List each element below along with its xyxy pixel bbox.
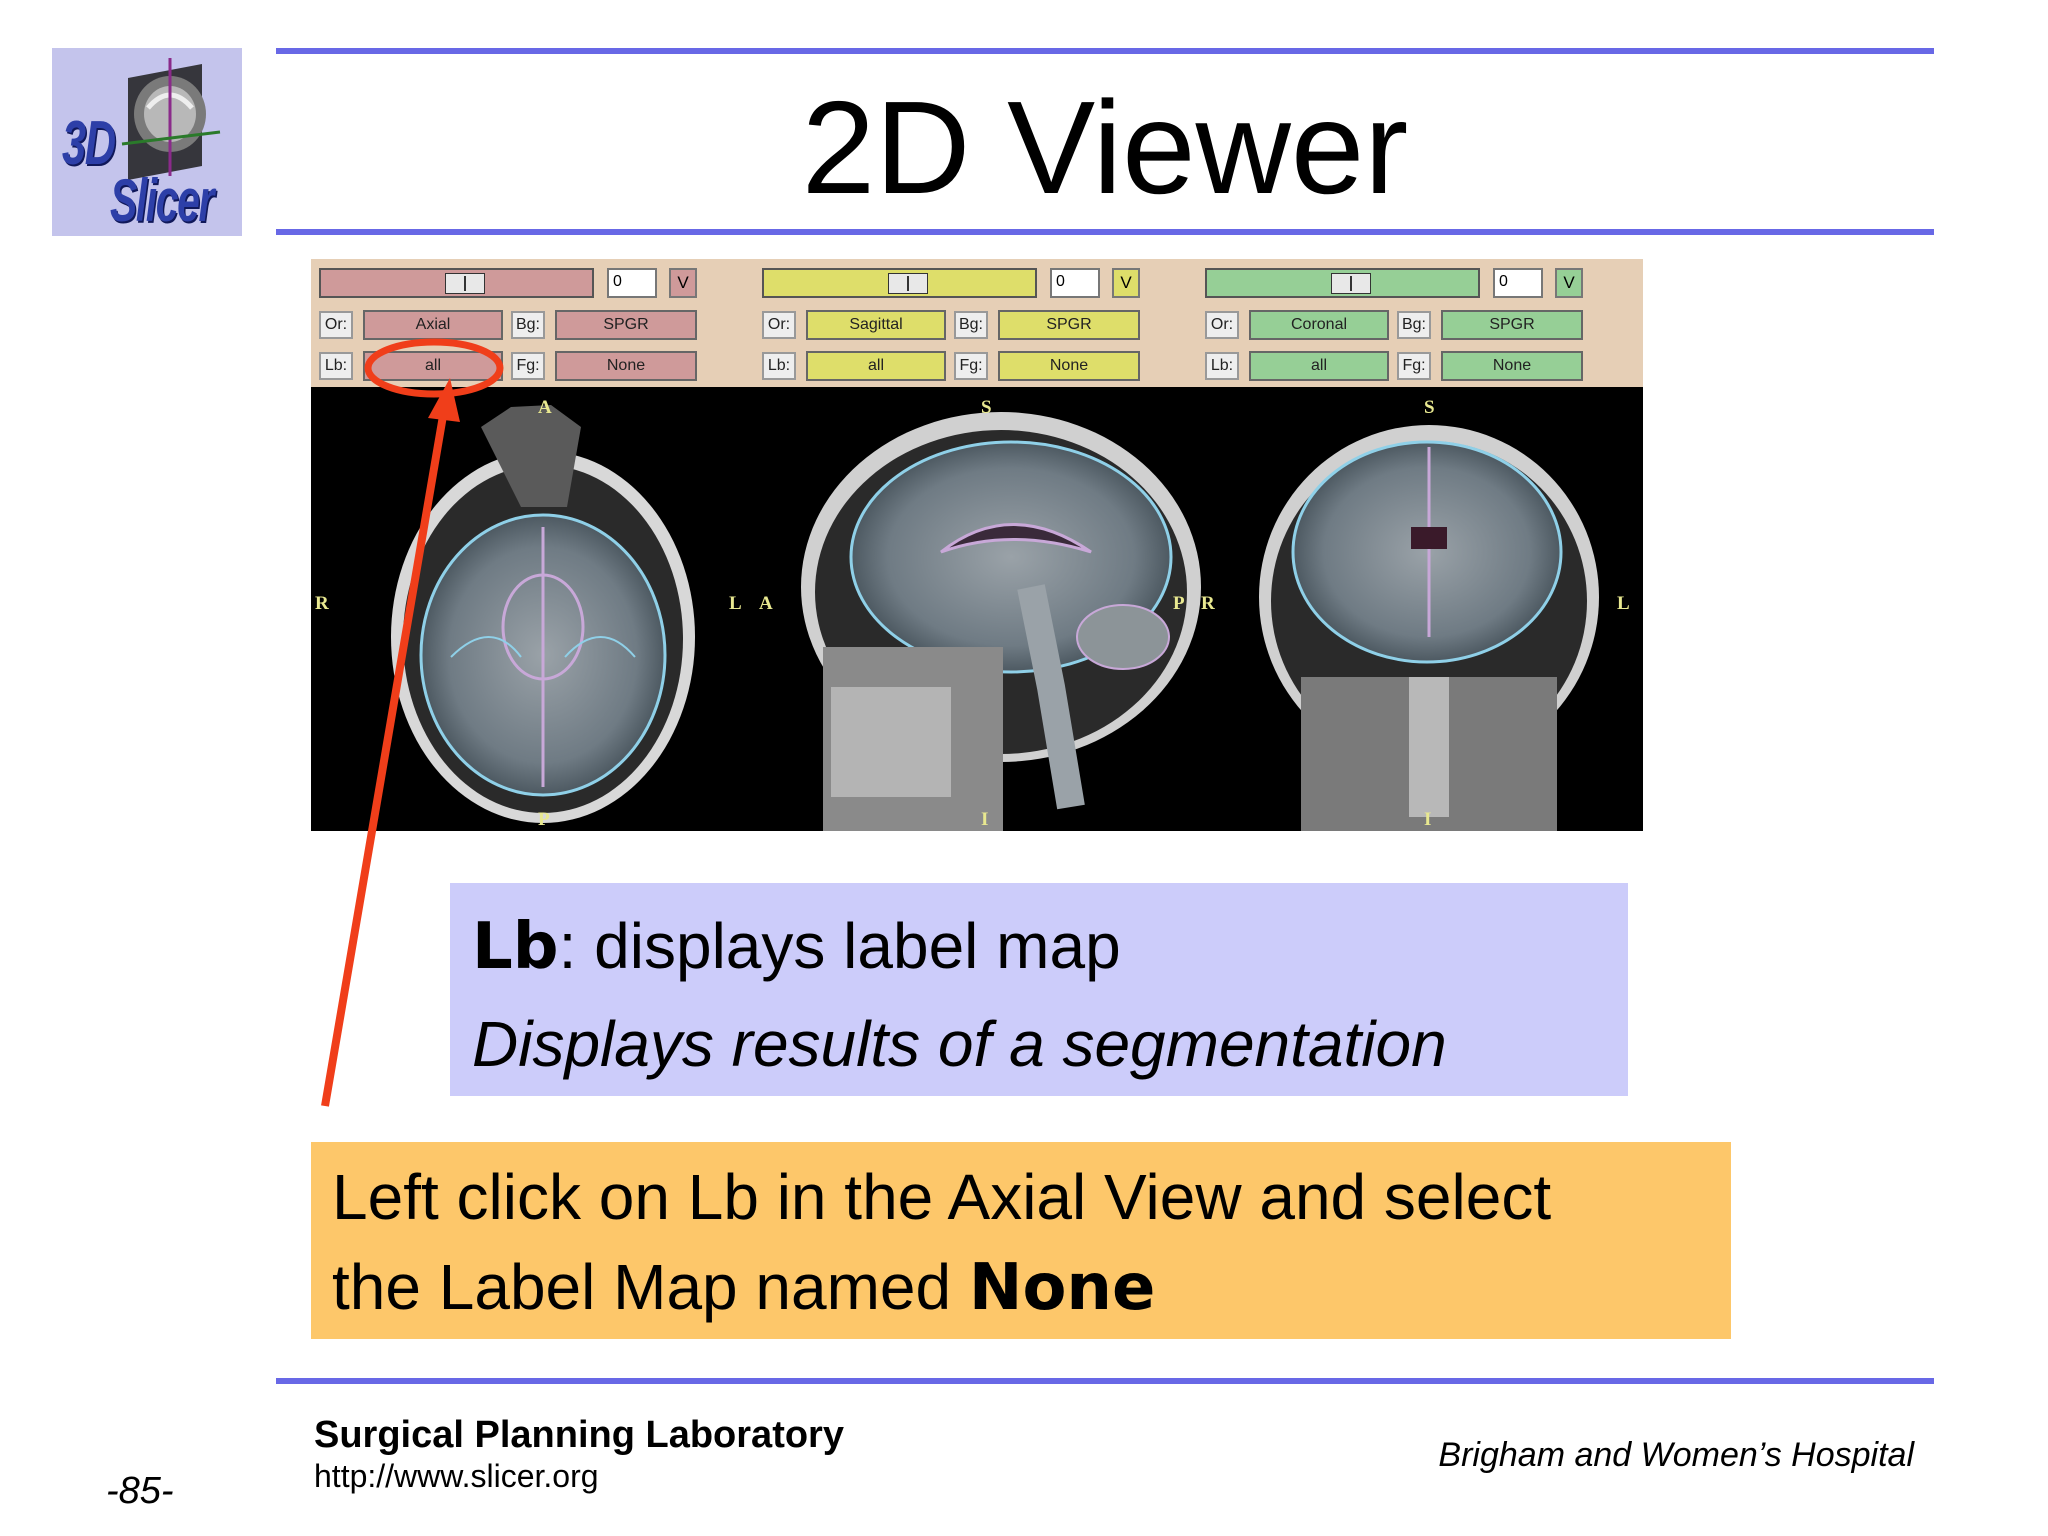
- axial-label-map-menu[interactable]: all: [363, 351, 503, 381]
- highlight-ellipse: [364, 338, 504, 398]
- axial-marker-bottom: P: [538, 809, 550, 830]
- sagittal-marker-left: A: [759, 593, 773, 614]
- title-rule: [276, 229, 1934, 235]
- brain-logo-icon: [52, 48, 242, 236]
- axial-slice-image[interactable]: [391, 405, 695, 823]
- label-map-label: Lb:: [1205, 352, 1239, 380]
- orientation-label: Or:: [319, 311, 353, 339]
- footer-rule: [276, 1378, 1934, 1384]
- slice-views: A P R L S I A P S I R L: [311, 387, 1643, 831]
- sagittal-marker-bottom: I: [981, 809, 988, 830]
- axial-controls: 0 V Or: Axial Bg: SPGR Lb: all Fg: None: [311, 259, 751, 387]
- sagittal-label-map-menu[interactable]: all: [806, 351, 946, 381]
- sagittal-slice-slider[interactable]: [762, 268, 1037, 298]
- pointer-arrow-line: [321, 409, 448, 1107]
- sagittal-foreground-menu[interactable]: None: [998, 351, 1140, 381]
- lb-note: Displays results of a segmentation: [472, 1008, 1447, 1080]
- coronal-marker-left: R: [1201, 593, 1215, 614]
- slider-thumb[interactable]: [888, 273, 928, 294]
- sagittal-slice-image[interactable]: [801, 412, 1201, 831]
- instruction-line-1: Left click on Lb in the Axial View and s…: [332, 1161, 1552, 1233]
- slicer-url-link[interactable]: http://www.slicer.org: [314, 1458, 599, 1494]
- coronal-slice-offset-input[interactable]: 0: [1493, 268, 1543, 298]
- foreground-label: Fg:: [954, 352, 988, 380]
- axial-marker-left: R: [315, 593, 329, 614]
- coronal-marker-bottom: I: [1424, 809, 1431, 830]
- background-label: Bg:: [511, 311, 545, 339]
- slicer-2d-viewer: 0 V Or: Axial Bg: SPGR Lb: all Fg: None …: [311, 259, 1643, 831]
- foreground-label: Fg:: [511, 352, 545, 380]
- lb-definition: Lb: displays label map: [472, 911, 1121, 982]
- sagittal-background-menu[interactable]: SPGR: [998, 310, 1140, 340]
- sagittal-controls: 0 V Or: Sagittal Bg: SPGR Lb: all Fg: No…: [754, 259, 1194, 387]
- coronal-foreground-menu[interactable]: None: [1441, 351, 1583, 381]
- axial-marker-right: L: [729, 593, 742, 614]
- coronal-slice-image[interactable]: [1259, 425, 1599, 831]
- axial-foreground-menu[interactable]: None: [555, 351, 697, 381]
- hospital-name: Brigham and Women’s Hospital: [1438, 1436, 1914, 1474]
- foreground-label: Fg:: [1397, 352, 1431, 380]
- sagittal-orientation-menu[interactable]: Sagittal: [806, 310, 946, 340]
- axial-background-menu[interactable]: SPGR: [555, 310, 697, 340]
- background-label: Bg:: [954, 311, 988, 339]
- orientation-label: Or:: [1205, 311, 1239, 339]
- page-number: -85-: [106, 1470, 174, 1512]
- instruction-line-2: the Label Map named None: [332, 1250, 1155, 1325]
- top-rule: [276, 48, 1934, 54]
- label-map-label: Lb:: [319, 352, 353, 380]
- axial-marker-top: A: [538, 397, 552, 418]
- lb-definition-text: : displays label map: [558, 910, 1121, 982]
- sagittal-slice-offset-input[interactable]: 0: [1050, 268, 1100, 298]
- sagittal-marker-right: P: [1173, 593, 1185, 614]
- coronal-slice-slider[interactable]: [1205, 268, 1480, 298]
- logo-text-3d: 3D: [62, 109, 116, 178]
- lb-description-box: Lb: displays label map Displays results …: [450, 883, 1628, 1096]
- coronal-label-map-menu[interactable]: all: [1249, 351, 1389, 381]
- axial-visibility-button[interactable]: V: [669, 268, 697, 298]
- coronal-marker-top: S: [1424, 397, 1435, 418]
- instruction-none-term: None: [968, 1251, 1156, 1325]
- orientation-label: Or:: [762, 311, 796, 339]
- coronal-marker-right: L: [1617, 593, 1630, 614]
- instruction-line-2-text: the Label Map named: [332, 1251, 969, 1323]
- coronal-visibility-button[interactable]: V: [1555, 268, 1583, 298]
- slider-thumb[interactable]: [1331, 273, 1371, 294]
- lb-term: Lb: [472, 910, 559, 984]
- coronal-controls: 0 V Or: Coronal Bg: SPGR Lb: all Fg: Non…: [1197, 259, 1637, 387]
- coronal-orientation-menu[interactable]: Coronal: [1249, 310, 1389, 340]
- coronal-background-menu[interactable]: SPGR: [1441, 310, 1583, 340]
- viewer-controls: 0 V Or: Axial Bg: SPGR Lb: all Fg: None …: [311, 259, 1643, 387]
- sagittal-visibility-button[interactable]: V: [1112, 268, 1140, 298]
- lab-name: Surgical Planning Laboratory: [314, 1414, 844, 1456]
- logo-text-slicer: Slicer: [110, 167, 214, 234]
- axial-slice-offset-input[interactable]: 0: [607, 268, 657, 298]
- slicer-logo: 3D Slicer: [52, 48, 242, 236]
- background-label: Bg:: [1397, 311, 1431, 339]
- label-map-label: Lb:: [762, 352, 796, 380]
- instruction-box: Left click on Lb in the Axial View and s…: [311, 1142, 1731, 1339]
- slider-thumb[interactable]: [445, 273, 485, 294]
- pointer-arrowhead-icon: [428, 378, 460, 422]
- axial-slice-slider[interactable]: [319, 268, 594, 298]
- sagittal-marker-top: S: [981, 397, 992, 418]
- slide-title: 2D Viewer: [801, 74, 1409, 221]
